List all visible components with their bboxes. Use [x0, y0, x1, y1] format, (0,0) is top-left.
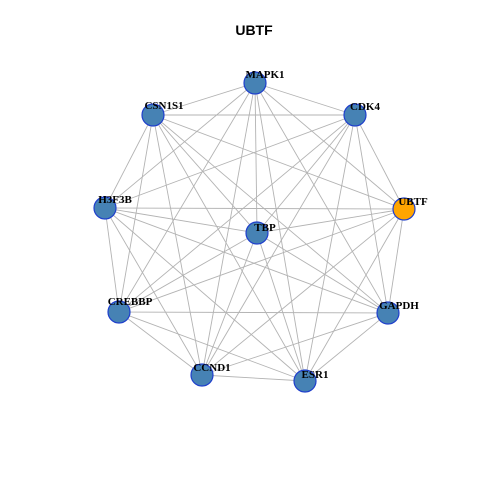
edge-h3f3b-tbp — [104, 207, 258, 234]
edge-mapk1-ccnd1 — [201, 82, 256, 376]
node-layer — [93, 71, 416, 393]
edge-ccnd1-tbp — [201, 232, 258, 376]
edge-cdk4-h3f3b — [104, 114, 356, 209]
edge-ubtf-crebbp — [118, 208, 405, 313]
edge-csn1s1-h3f3b — [104, 114, 154, 209]
node-label-ccnd1: CCND1 — [193, 362, 230, 374]
node-esr1[interactable] — [293, 369, 317, 393]
node-label-gapdh: GAPDH — [379, 300, 419, 312]
node-tbp[interactable] — [245, 221, 269, 245]
edge-mapk1-csn1s1 — [152, 82, 256, 116]
diagram-title: UBTF — [235, 22, 273, 38]
edge-ubtf-ccnd1 — [201, 208, 405, 376]
node-csn1s1[interactable] — [141, 103, 165, 127]
node-label-h3f3b: H3F3B — [98, 194, 132, 206]
edge-esr1-tbp — [256, 232, 306, 382]
edge-mapk1-cdk4 — [254, 82, 356, 116]
edge-gapdh-tbp — [256, 232, 389, 314]
edge-h3f3b-crebbp — [104, 207, 120, 313]
edge-crebbp-esr1 — [118, 311, 306, 382]
edge-ubtf-gapdh — [387, 208, 405, 314]
node-ubtf[interactable] — [392, 197, 416, 221]
edge-ccnd1-gapdh — [201, 312, 389, 376]
edge-csn1s1-ccnd1 — [152, 114, 203, 376]
edge-esr1-gapdh — [304, 312, 389, 382]
node-gapdh[interactable] — [376, 301, 400, 325]
node-label-esr1: ESR1 — [302, 369, 329, 381]
edge-layer — [104, 82, 405, 382]
edge-csn1s1-tbp — [152, 114, 258, 234]
edge-cdk4-tbp — [256, 114, 356, 234]
node-label-csn1s1: CSN1S1 — [144, 100, 183, 112]
edge-mapk1-esr1 — [254, 82, 306, 382]
edge-mapk1-tbp — [254, 82, 258, 234]
node-label-ubtf: UBTF — [398, 196, 428, 208]
node-h3f3b[interactable] — [93, 196, 117, 220]
edge-h3f3b-ubtf — [104, 207, 405, 210]
edge-crebbp-ccnd1 — [118, 311, 203, 376]
edge-ubtf-tbp — [256, 208, 405, 234]
edge-mapk1-crebbp — [118, 82, 256, 313]
edge-cdk4-esr1 — [304, 114, 356, 382]
node-cdk4[interactable] — [343, 103, 367, 127]
node-label-tbp: TBP — [254, 222, 276, 234]
node-label-cdk4: CDK4 — [350, 101, 380, 113]
node-mapk1[interactable] — [243, 71, 267, 95]
edge-cdk4-crebbp — [118, 114, 356, 313]
node-crebbp[interactable] — [107, 300, 131, 324]
edge-csn1s1-gapdh — [152, 114, 389, 314]
edge-csn1s1-esr1 — [152, 114, 306, 382]
node-ccnd1[interactable] — [190, 363, 214, 387]
edge-h3f3b-ccnd1 — [104, 207, 203, 376]
node-label-crebbp: CREBBP — [108, 296, 153, 308]
edge-mapk1-gapdh — [254, 82, 389, 314]
edge-ccnd1-esr1 — [201, 374, 306, 382]
edge-csn1s1-ubtf — [152, 114, 405, 210]
edge-crebbp-gapdh — [118, 311, 389, 314]
edge-crebbp-tbp — [118, 232, 258, 313]
edge-cdk4-ubtf — [354, 114, 405, 210]
node-label-mapk1: MAPK1 — [245, 69, 284, 81]
edge-ubtf-esr1 — [304, 208, 405, 382]
edge-cdk4-ccnd1 — [201, 114, 356, 376]
